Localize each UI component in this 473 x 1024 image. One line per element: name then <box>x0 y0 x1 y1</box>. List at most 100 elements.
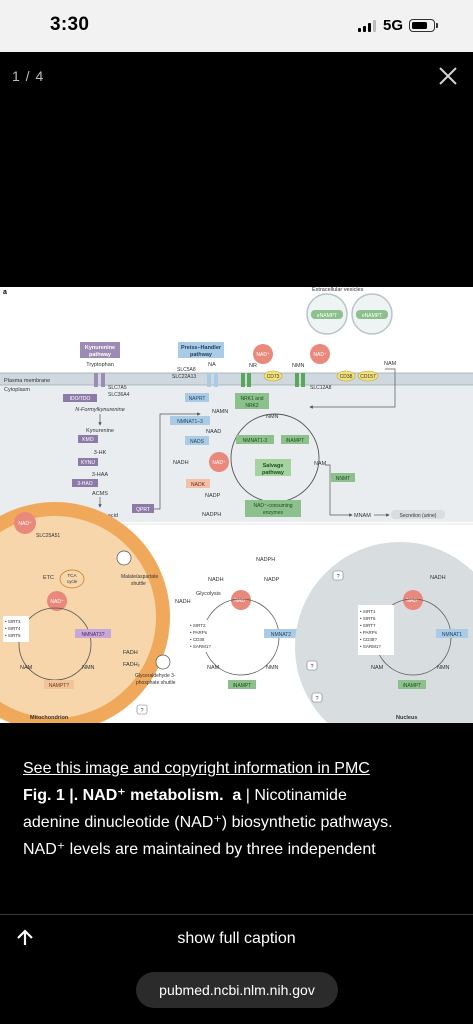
nad-ext-label-2: NAD⁺ <box>313 352 327 358</box>
consuming-2: enzymes <box>263 510 284 516</box>
signal-strength-icon <box>358 20 376 32</box>
sirt3-label: • SIRT3 <box>5 619 21 624</box>
3hk-label: 3-HK <box>94 450 107 456</box>
figure-image[interactable]: a Plasma membrane Cytoplasm Extracellula… <box>0 287 473 723</box>
nadh-label-a: NADH <box>173 460 189 466</box>
slc25a51-label: SLC25A51 <box>36 533 60 539</box>
nmnat1-label: NMNAT1 <box>442 632 462 638</box>
panel-a-label: a <box>3 289 7 296</box>
malate-shuttle-circle <box>116 550 132 566</box>
slc36a4-label: SLC36A4 <box>108 392 130 398</box>
nad-ext-label: NAD⁺ <box>256 352 270 358</box>
nmn-ext-label: NMN <box>292 363 305 369</box>
caption-line-2: adenine dinucleotide (NAD⁺) biosynthetic… <box>23 814 393 831</box>
n-formylkynurenine-label: N-Formylkynurenine <box>75 407 125 413</box>
kynurenine-label: Kynurenine <box>86 428 114 434</box>
up-arrow-icon <box>17 929 33 945</box>
etc-label: ETC <box>43 575 54 581</box>
cyto-enz-4: • SARM1? <box>190 644 211 649</box>
nam-ext-label: NAM <box>384 361 397 367</box>
nmnat13-salvage-label: NMNAT1-3 <box>243 438 268 444</box>
panel-ref: a <box>232 787 242 804</box>
vesicles-label: Extracellular vesicles <box>312 287 364 293</box>
cd73-label: CD73 <box>267 374 280 380</box>
fadh-label: FADH <box>123 650 138 656</box>
nmnat13-label: NMNAT1–3 <box>177 419 203 425</box>
expand-caption-button[interactable] <box>14 927 36 949</box>
nuc-enz-2: • SIRT6 <box>360 616 376 621</box>
question-4: ? <box>315 696 318 702</box>
network-type: 5G <box>383 17 404 34</box>
nadp-label-a: NADP <box>205 493 221 499</box>
g3p-2: phosphate shuttle <box>136 680 176 686</box>
nrk-label-1: NRK1 and <box>240 396 263 402</box>
tca-cycle <box>59 569 85 589</box>
nad-metabolism-diagram: a Plasma membrane Cytoplasm Extracellula… <box>0 287 473 723</box>
mitochondrion-inner <box>0 516 156 718</box>
url-bar[interactable]: pubmed.ncbi.nlm.nih.gov <box>136 972 338 1008</box>
show-full-caption-button[interactable]: show full caption <box>177 930 296 947</box>
kynu-label: KYNU <box>81 460 95 466</box>
nad-cyto-label: NAD⁺ <box>234 598 248 604</box>
cyto-enz-3: • CD38 <box>190 637 205 642</box>
question-2: ? <box>336 574 339 580</box>
nam-salvage-label: NAM <box>314 461 327 467</box>
nadh-cyto-top: NADH <box>208 577 224 583</box>
cyto-enz-2: • PARPs <box>190 630 208 635</box>
tca-2: cycle <box>67 579 78 584</box>
g3p-1: Glyceraldehyde 3- <box>135 673 176 679</box>
nuc-enz-4: • PARPs <box>360 630 378 635</box>
nam-cyto-label: NAM <box>207 665 220 671</box>
nmnat3-label: NMNAT3? <box>82 632 105 638</box>
divider <box>0 914 473 915</box>
preiss-title-2: pathway <box>190 352 213 358</box>
nrk-label-2: NRK2 <box>245 403 259 409</box>
nuc-enz-1: • SIRT1 <box>360 609 376 614</box>
cd38-label: CD38 <box>340 374 353 380</box>
malate-1: Malate/aspartate <box>121 574 158 580</box>
nucleus-label: Nucleus <box>396 715 417 721</box>
slc7a5-label: SLC7A5 <box>108 385 127 391</box>
nadph-cyto-label: NADPH <box>256 557 275 563</box>
ido-tdo-label: IDO/TDO <box>70 396 91 402</box>
sirt5-label: • SIRT5 <box>5 633 21 638</box>
inampt-nuc-label: iNAMPT <box>403 683 422 689</box>
pmc-copyright-link[interactable]: See this image and copyright information… <box>23 760 370 777</box>
inampt-label-a: iNAMPT <box>286 438 305 444</box>
close-button[interactable] <box>436 64 460 88</box>
naprt-label: NAPRT <box>189 396 206 402</box>
salvage-title-2: pathway <box>262 470 285 476</box>
tca-1: TCA <box>68 573 77 578</box>
nam-nuc-label: NAM <box>371 665 384 671</box>
na-label: NA <box>208 362 216 368</box>
acms-label: ACMS <box>92 491 108 497</box>
nuc-enz-5: • CD38? <box>360 637 377 642</box>
naad-label: NAAD <box>206 429 221 435</box>
tryptophan-label: Tryptophan <box>86 362 114 368</box>
caption-line-3: NAD⁺ levels are maintained by three inde… <box>23 841 376 858</box>
kmo-label: KMO <box>82 437 94 443</box>
malate-2: shuttle <box>131 581 146 587</box>
slc22a13-label: SLC22A13 <box>172 374 196 380</box>
enampt-label-1: eNAMPT <box>317 313 337 319</box>
nmn-cyto-label: NMN <box>266 665 279 671</box>
battery-icon <box>409 19 438 32</box>
nad-label-a: NAD⁺ <box>212 460 226 466</box>
fadh2-label: FADH₂ <box>123 662 140 668</box>
nad-circle-a <box>209 452 229 472</box>
mnam-label: MNAM <box>354 513 371 519</box>
page-counter: 1 / 4 <box>12 68 45 84</box>
nad-nuc-label: NAD⁺ <box>406 598 420 604</box>
nmn-mito-label: NMN <box>82 665 95 671</box>
nadk-label: NADK <box>191 482 206 488</box>
glycolysis-label: Glycolysis <box>196 591 221 597</box>
caption-line-1: | Nicotinamide <box>245 787 347 804</box>
nad-mito-top: NAD⁺ <box>18 521 32 527</box>
nmn-nuc-label: NMN <box>437 665 450 671</box>
nadp-cyto-label: NADP <box>264 577 280 583</box>
nuc-enz-3: • SIRT7 <box>360 623 376 628</box>
status-bar: 3:30 5G <box>0 0 473 52</box>
enampt-label-2: eNAMPT <box>362 313 382 319</box>
mitochondrion-label: Mitochondrion <box>30 715 69 721</box>
g3p-shuttle-circle <box>155 654 171 670</box>
